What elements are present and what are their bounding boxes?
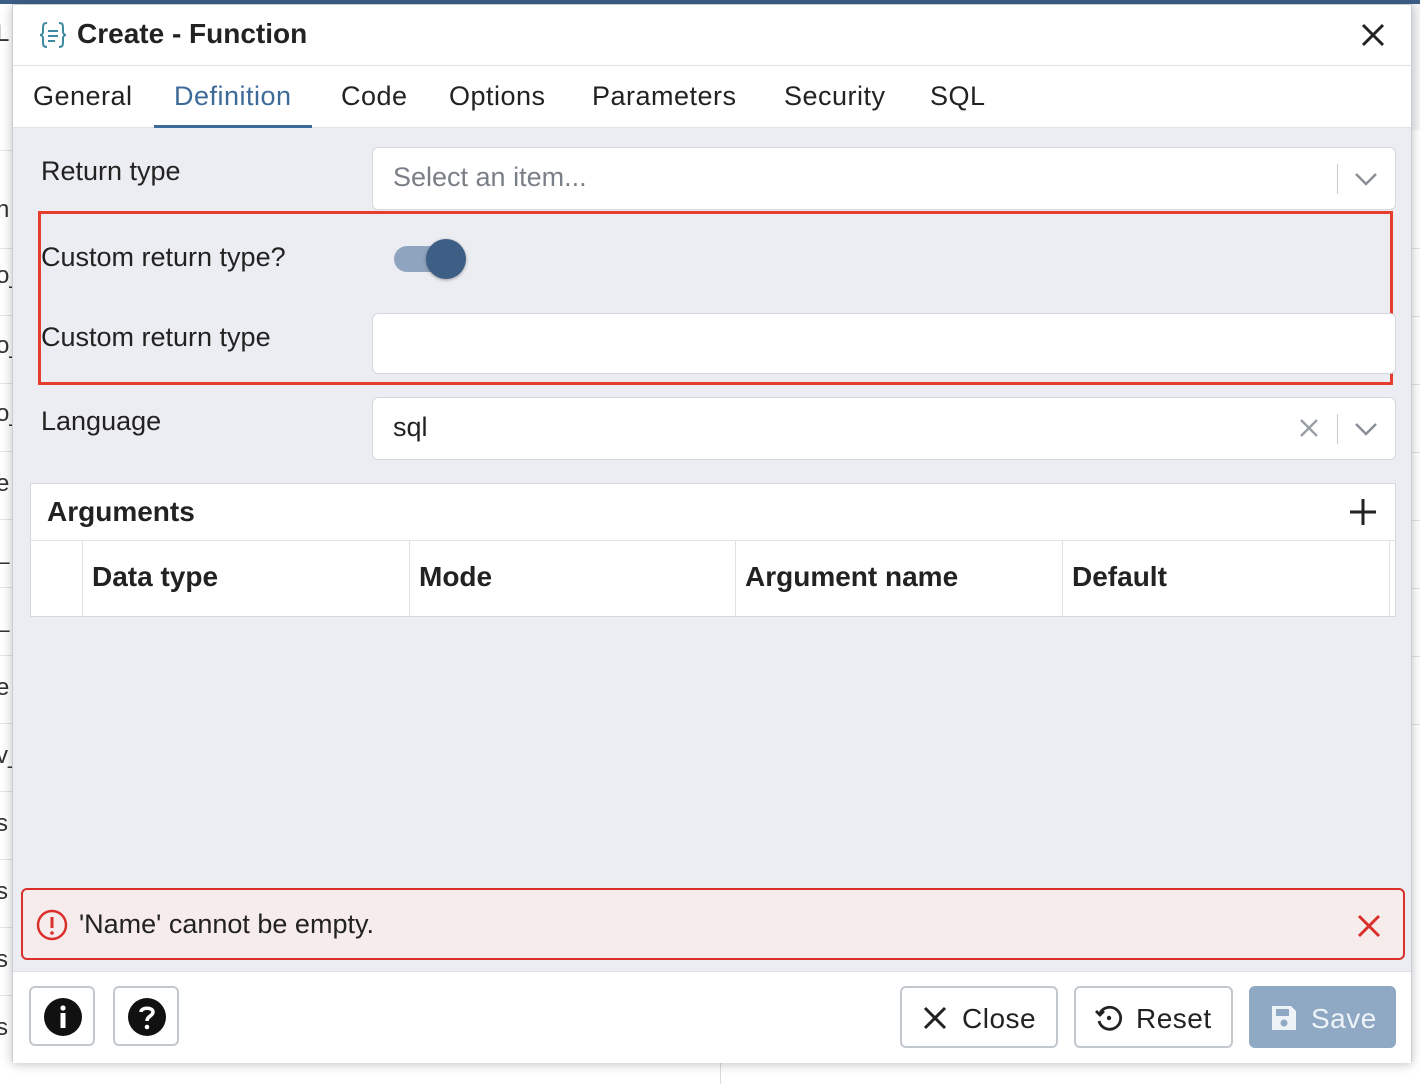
add-icon[interactable] bbox=[1347, 496, 1379, 528]
close-icon[interactable] bbox=[1355, 912, 1383, 940]
toggle-knob bbox=[426, 239, 466, 279]
background-bottom-strip bbox=[0, 1062, 1420, 1084]
column-header-label: Mode bbox=[419, 561, 493, 592]
create-function-dialog: Create - Function General Definition Cod… bbox=[12, 4, 1412, 1063]
background-fragment: s bbox=[0, 810, 8, 838]
tab-bar: General Definition Code Options Paramete… bbox=[13, 66, 1411, 128]
close-icon bbox=[923, 1006, 947, 1030]
annotation-highlight-box bbox=[38, 211, 1393, 385]
clear-icon[interactable] bbox=[1297, 416, 1321, 440]
background-fragment: s bbox=[0, 1014, 8, 1042]
custom-return-type-label: Custom return type bbox=[41, 322, 271, 352]
custom-return-toggle-label: Custom return type? bbox=[41, 242, 286, 272]
column-header-label: Default bbox=[1072, 561, 1167, 592]
column-header-label: Data type bbox=[92, 561, 219, 592]
close-button[interactable]: Close bbox=[900, 986, 1058, 1048]
dialog-footer: Close Reset Save bbox=[13, 971, 1411, 1063]
background-right-panel bbox=[1412, 130, 1420, 1084]
reset-history-icon bbox=[1095, 1005, 1123, 1031]
chevron-down-icon[interactable] bbox=[1353, 418, 1379, 440]
background-fragment: v_ bbox=[0, 742, 13, 770]
tab-definition[interactable]: Definition bbox=[154, 66, 312, 128]
error-message-text: 'Name' cannot be empty. bbox=[79, 909, 374, 939]
background-fragment: L bbox=[0, 20, 9, 48]
dialog-titlebar[interactable]: Create - Function bbox=[13, 5, 1411, 66]
column-header-data-type[interactable]: Data type bbox=[83, 541, 410, 616]
language-value: sql bbox=[393, 412, 428, 442]
background-fragment: s bbox=[0, 946, 8, 974]
row-handle-column bbox=[31, 541, 83, 616]
function-braces-icon bbox=[39, 22, 67, 48]
tab-sql[interactable]: SQL bbox=[930, 81, 986, 111]
custom-return-toggle[interactable] bbox=[394, 239, 468, 279]
reset-button-label: Reset bbox=[1136, 1003, 1212, 1034]
arguments-header: Arguments bbox=[31, 484, 1395, 541]
tab-options[interactable]: Options bbox=[449, 81, 546, 111]
error-message-bar: 'Name' cannot be empty. bbox=[21, 888, 1405, 960]
background-fragment: n bbox=[0, 196, 9, 224]
close-button-label: Close bbox=[962, 1003, 1037, 1034]
custom-return-type-input[interactable] bbox=[372, 313, 1396, 374]
info-button[interactable] bbox=[29, 986, 95, 1046]
language-label: Language bbox=[41, 406, 162, 436]
return-type-placeholder: Select an item... bbox=[393, 162, 587, 192]
chevron-down-icon[interactable] bbox=[1353, 168, 1379, 190]
tab-parameters[interactable]: Parameters bbox=[592, 81, 737, 111]
return-type-label: Return type bbox=[41, 156, 181, 186]
save-button-label: Save bbox=[1311, 1003, 1377, 1034]
column-header-mode[interactable]: Mode bbox=[410, 541, 736, 616]
dialog-title: Create - Function bbox=[77, 18, 308, 49]
background-fragment: o_ bbox=[0, 262, 13, 290]
arguments-panel: Arguments Data type Mode Argument name D… bbox=[30, 483, 1396, 617]
alert-circle-icon bbox=[36, 909, 68, 941]
arguments-column-headers: Data type Mode Argument name Default bbox=[31, 541, 1395, 616]
background-fragment: o_ bbox=[0, 400, 13, 428]
app-top-bar bbox=[0, 0, 1420, 4]
background-fragment: _ bbox=[0, 538, 9, 566]
background-fragment: o_ bbox=[0, 332, 13, 360]
background-fragment: e bbox=[0, 674, 9, 702]
background-object-list: L n o_ o_ o_ e _ _ e v_ s s s s bbox=[0, 0, 14, 1084]
tab-general[interactable]: General bbox=[33, 81, 133, 111]
info-icon bbox=[44, 998, 82, 1036]
tab-security[interactable]: Security bbox=[784, 81, 886, 111]
select-divider bbox=[1337, 414, 1338, 444]
background-fragment: e bbox=[0, 470, 9, 498]
select-divider bbox=[1337, 164, 1338, 194]
column-header-label: Argument name bbox=[745, 561, 959, 592]
return-type-select[interactable]: Select an item... bbox=[372, 147, 1396, 210]
tab-code[interactable]: Code bbox=[341, 81, 408, 111]
background-fragment: s bbox=[0, 878, 8, 906]
language-select[interactable]: sql bbox=[372, 397, 1396, 460]
arguments-title: Arguments bbox=[47, 496, 195, 527]
save-disk-icon bbox=[1272, 1006, 1296, 1030]
help-icon bbox=[128, 998, 166, 1036]
close-icon[interactable] bbox=[1359, 21, 1387, 49]
save-button[interactable]: Save bbox=[1249, 986, 1396, 1048]
column-header-argument-name[interactable]: Argument name bbox=[736, 541, 1063, 616]
background-fragment: _ bbox=[0, 606, 9, 634]
reset-button[interactable]: Reset bbox=[1074, 986, 1233, 1048]
column-header-default[interactable]: Default bbox=[1063, 541, 1390, 616]
help-button[interactable] bbox=[113, 986, 179, 1046]
